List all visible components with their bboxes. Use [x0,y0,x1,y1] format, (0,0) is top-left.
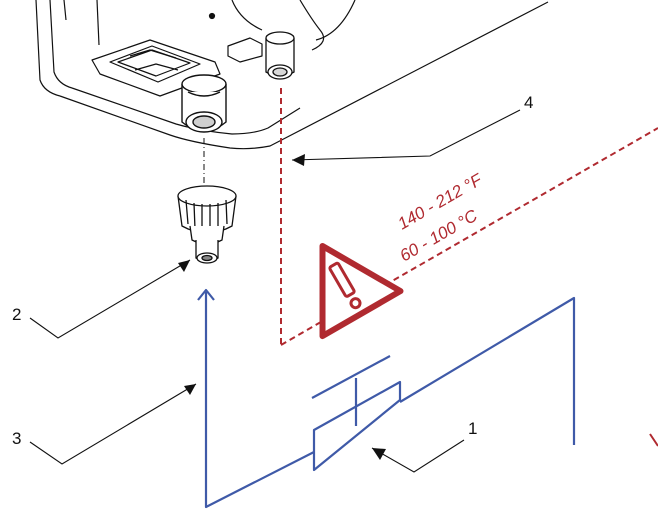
callout-1: 1 [468,419,477,438]
appliance-housing [35,0,549,150]
water-supply-pipe [197,288,576,509]
outlet-fitting [265,31,295,80]
callout-4: 4 [524,93,533,112]
callout-3: 3 [12,429,21,448]
warning-triangle-icon [319,243,404,340]
hot-zone-mark [649,433,658,447]
valve-symbol-icon [311,355,402,472]
inlet-fitting [181,74,227,133]
water-connector [177,185,237,264]
callout-2: 2 [12,305,21,324]
leader-arrowheads [178,154,386,460]
leader-lines [29,109,521,473]
